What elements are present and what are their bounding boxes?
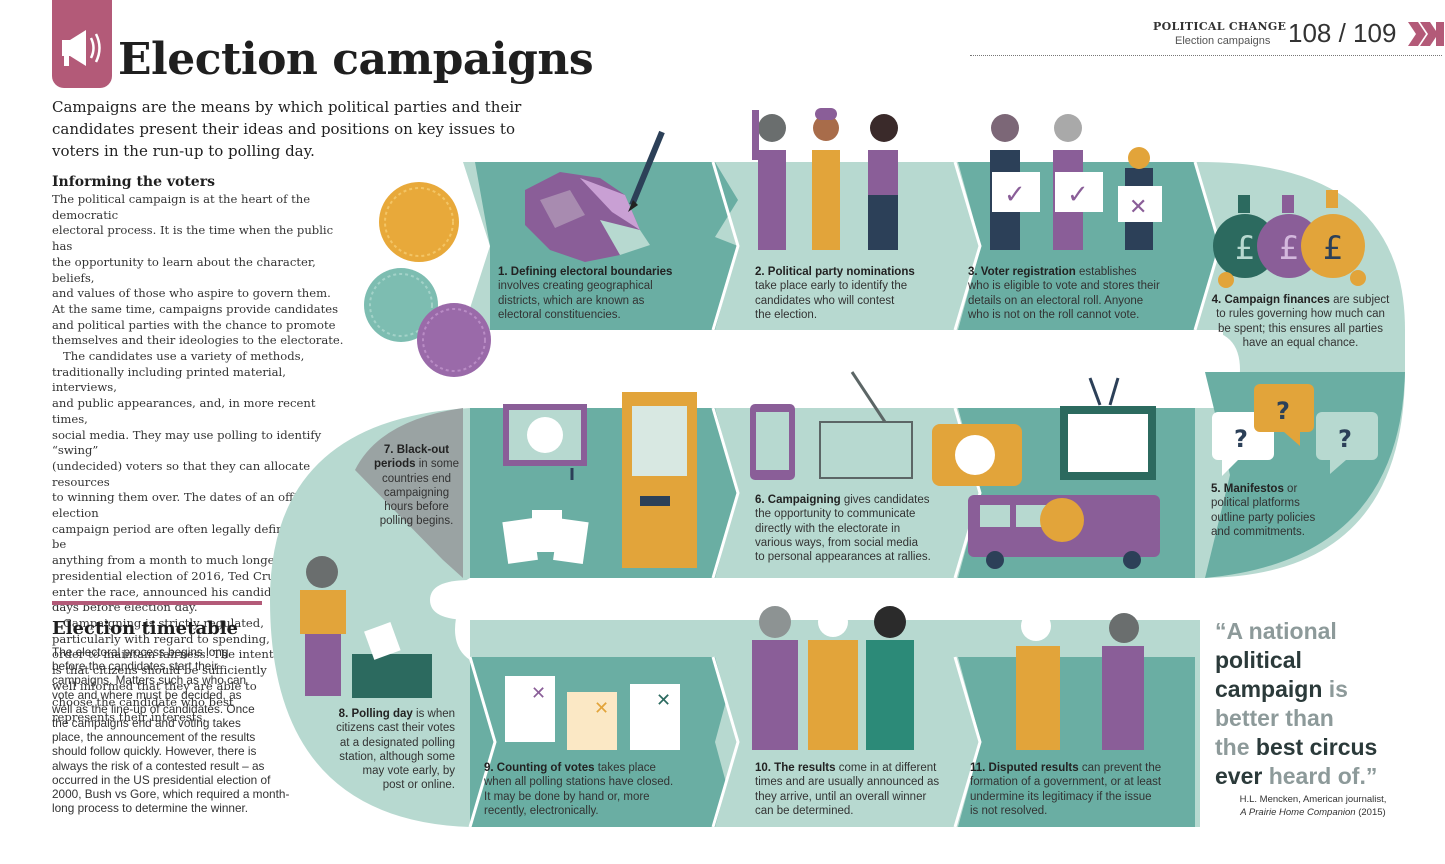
step-3-voter-registration: 3. Voter registration establishes who is…	[968, 266, 1160, 321]
page-numbers: 108 / 109	[1288, 18, 1397, 48]
svg-text:✕: ✕	[656, 690, 671, 711]
pull-quote: “A national political campaign is better…	[1215, 618, 1378, 789]
step-8-polling-day: 8. Polling day is when citizens cast the…	[336, 708, 455, 792]
megaphone-icon	[62, 30, 101, 66]
informing-heading: Informing the voters	[52, 174, 215, 190]
chevron-tab-icon	[1408, 22, 1444, 46]
step-10-results: 10. The results come in at different tim…	[755, 762, 940, 817]
candidates-illustration	[752, 108, 898, 250]
quote-attribution: H.L. Mencken, American journalist, A Pra…	[1239, 794, 1387, 818]
svg-text:✕: ✕	[594, 698, 609, 719]
step-1-defining-boundaries: 1. Defining electoral boundaries involve…	[498, 266, 673, 321]
page-title: Election campaigns	[118, 34, 594, 85]
section-rule	[52, 601, 262, 605]
step-9-counting-votes: 9. Counting of votes takes place when al…	[484, 762, 674, 817]
svg-text:?: ?	[1338, 425, 1352, 453]
svg-text:✕: ✕	[531, 683, 546, 704]
step-2-party-nominations: 2. Political party nominations take plac…	[755, 266, 915, 321]
svg-text:?: ?	[1276, 397, 1290, 425]
svg-text:£: £	[1279, 229, 1299, 267]
header-subtitle: Election campaigns	[1175, 35, 1271, 47]
svg-text:✓: ✓	[1004, 180, 1026, 210]
svg-text:£: £	[1235, 229, 1255, 267]
svg-text:✓: ✓	[1067, 180, 1089, 210]
intro-text: Campaigns are the means by which politic…	[52, 98, 522, 160]
svg-text:✕: ✕	[1129, 195, 1147, 220]
informing-body: The political campaign is at the heart o…	[52, 192, 348, 725]
step-11-disputed-results: 11. Disputed results can prevent the for…	[970, 762, 1162, 817]
svg-text:£: £	[1323, 229, 1343, 267]
header-divider	[970, 55, 1442, 56]
header-category: POLITICAL CHANGE	[1153, 20, 1287, 33]
step-4-campaign-finances: 4. Campaign finances are subject to rule…	[1211, 294, 1390, 349]
timetable-heading: Election timetable	[52, 618, 238, 639]
step-6-campaigning: 6. Campaigning gives candidates the oppo…	[755, 494, 931, 564]
svg-text:?: ?	[1234, 425, 1248, 453]
title-badge	[52, 0, 112, 88]
